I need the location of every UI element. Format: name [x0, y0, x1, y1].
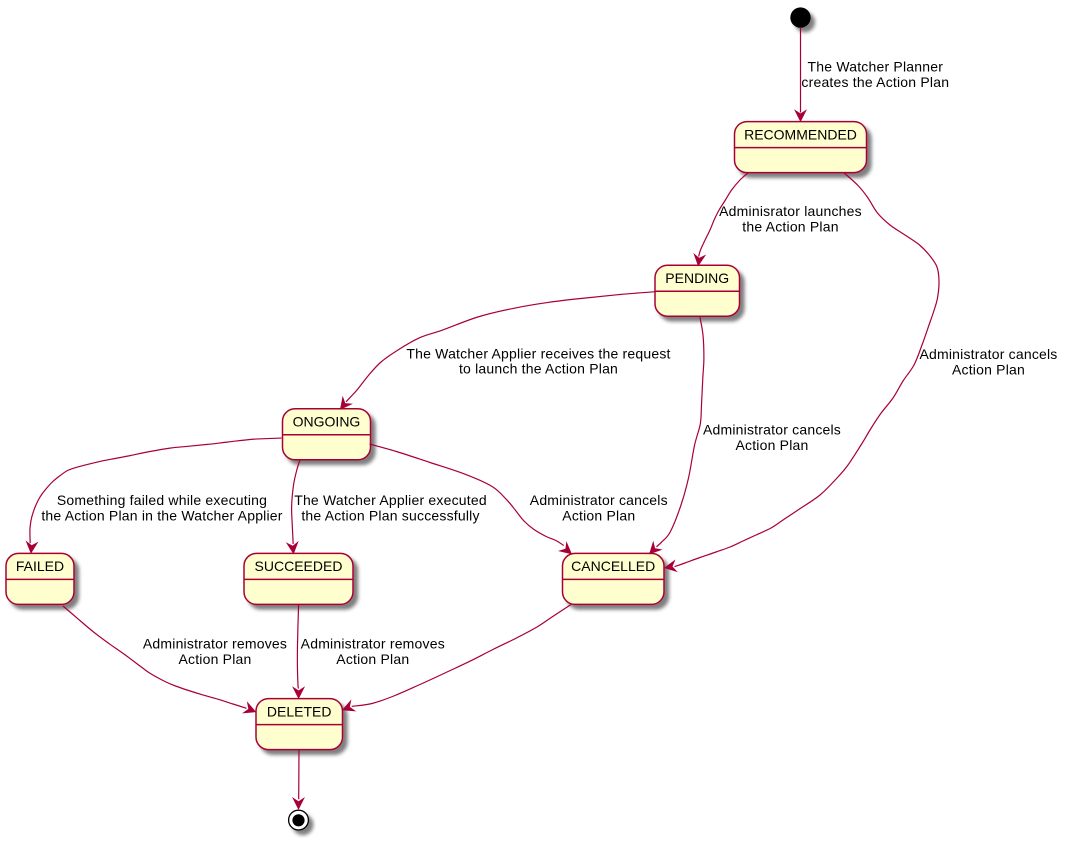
svg-text:The Watcher Applier receives t: The Watcher Applier receives the request…: [406, 345, 670, 376]
svg-text:FAILED: FAILED: [16, 558, 64, 574]
svg-text:SUCCEEDED: SUCCEEDED: [255, 558, 343, 574]
svg-text:PENDING: PENDING: [665, 270, 729, 286]
svg-text:RECOMMENDED: RECOMMENDED: [744, 126, 857, 142]
svg-text:DELETED: DELETED: [267, 703, 332, 719]
svg-text:ONGOING: ONGOING: [293, 414, 361, 430]
svg-text:CANCELLED: CANCELLED: [571, 558, 655, 574]
